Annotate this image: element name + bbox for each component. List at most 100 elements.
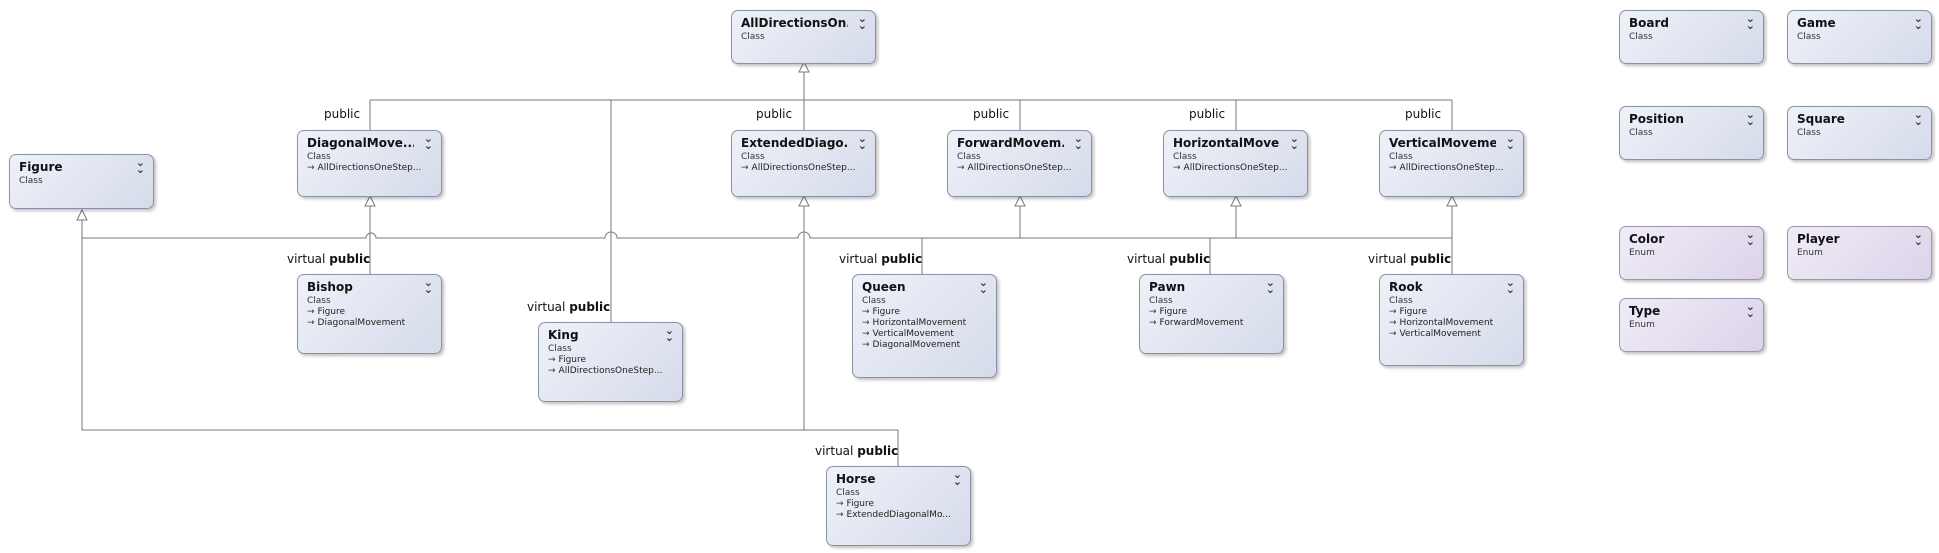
base-class-item: →AllDirectionsOneStep...	[741, 163, 856, 173]
chevron-down-icon[interactable]: ⌄⌄	[1073, 132, 1083, 152]
label-virtual-public-horse: virtual public	[815, 444, 899, 458]
arrow-icon: →	[307, 307, 315, 317]
chevron-down-icon[interactable]: ⌄⌄	[664, 324, 674, 344]
chevron-down-icon[interactable]: ⌄⌄	[1745, 108, 1755, 128]
chevron-down-icon[interactable]: ⌄⌄	[1745, 300, 1755, 320]
arrow-icon: →	[1149, 307, 1157, 317]
label-virtual-public-pawn: virtual public	[1127, 252, 1211, 266]
class-kind: Class	[307, 152, 331, 162]
arrow-icon: →	[836, 499, 844, 509]
chevron-down-icon[interactable]: ⌄⌄	[1745, 228, 1755, 248]
arrow-icon: →	[307, 163, 315, 173]
chevron-down-icon[interactable]: ⌄⌄	[1505, 276, 1515, 296]
label-virtual-public-king: virtual public	[527, 300, 611, 314]
label-virtual-public-bishop: virtual public	[287, 252, 371, 266]
inheritance-arrowheads	[76, 60, 1458, 221]
enum-title: Color	[1629, 232, 1665, 246]
horse-figure-connector	[81, 238, 899, 466]
class-kind: Class	[1173, 152, 1197, 162]
class-bishop[interactable]: Bishop Class →Figure →DiagonalMovement ⌄…	[297, 274, 442, 354]
chevron-down-icon[interactable]: ⌄⌄	[952, 468, 962, 488]
arrow-icon: →	[1389, 307, 1397, 317]
class-kind: Class	[741, 32, 765, 42]
bus-line-figure	[81, 216, 1452, 239]
class-alldirections[interactable]: AllDirectionsOn... Class ⌄⌄	[731, 10, 876, 64]
class-horizontalmovement[interactable]: HorizontalMove... Class →AllDirectionsOn…	[1163, 130, 1308, 197]
base-class-item: →ForwardMovement	[1149, 318, 1244, 328]
class-kind: Class	[1797, 128, 1821, 138]
enum-title: Type	[1629, 304, 1661, 318]
base-class-item: →DiagonalMovement	[307, 318, 406, 328]
class-position[interactable]: Position Class ⌄⌄	[1619, 106, 1764, 160]
arrow-icon: →	[957, 163, 965, 173]
base-class-item: →VerticalMovement	[862, 329, 954, 339]
class-extendeddiagonal[interactable]: ExtendedDiago... Class →AllDirectionsOne…	[731, 130, 876, 197]
arrow-icon: →	[862, 329, 870, 339]
class-title: Game	[1797, 16, 1836, 30]
class-kind: Class	[957, 152, 981, 162]
base-class-item: →AllDirectionsOneStep...	[1173, 163, 1288, 173]
upper-hierarchy-lines	[369, 68, 1453, 326]
class-title: Board	[1629, 16, 1669, 30]
class-game[interactable]: Game Class ⌄⌄	[1787, 10, 1932, 64]
chevron-down-icon[interactable]: ⌄⌄	[1265, 276, 1275, 296]
base-class-item: →VerticalMovement	[1389, 329, 1481, 339]
class-figure[interactable]: Figure Class ⌄⌄	[9, 154, 154, 209]
arrow-icon: →	[307, 318, 315, 328]
label-public-extdiag: public	[756, 107, 793, 121]
arrow-icon: →	[548, 355, 556, 365]
arrow-icon: →	[1389, 329, 1397, 339]
label-virtual-public-rook: virtual public	[1368, 252, 1452, 266]
base-class-item: →AllDirectionsOneStep...	[548, 366, 663, 376]
chevron-down-icon[interactable]: ⌄⌄	[135, 156, 145, 176]
class-title: Square	[1797, 112, 1845, 126]
chevron-down-icon[interactable]: ⌄⌄	[857, 132, 867, 152]
chevron-down-icon[interactable]: ⌄⌄	[1913, 228, 1923, 248]
arrow-icon: →	[548, 366, 556, 376]
class-diagonalmovement[interactable]: DiagonalMove... Class →AllDirectionsOneS…	[297, 130, 442, 197]
class-pawn[interactable]: Pawn Class →Figure →ForwardMovement ⌄⌄	[1139, 274, 1284, 354]
class-title: Figure	[19, 160, 63, 174]
chevron-down-icon[interactable]: ⌄⌄	[1745, 12, 1755, 32]
chevron-down-icon[interactable]: ⌄⌄	[1913, 12, 1923, 32]
class-kind: Class	[1149, 296, 1173, 306]
chevron-down-icon[interactable]: ⌄⌄	[857, 12, 867, 32]
class-queen[interactable]: Queen Class →Figure →HorizontalMovement …	[852, 274, 997, 378]
base-class-item: →Figure	[1149, 307, 1188, 317]
chevron-down-icon[interactable]: ⌄⌄	[423, 276, 433, 296]
base-class-item: →Figure	[1389, 307, 1428, 317]
enum-player[interactable]: Player Enum ⌄⌄	[1787, 226, 1932, 280]
chevron-down-icon[interactable]: ⌄⌄	[978, 276, 988, 296]
label-public-vertical: public	[1405, 107, 1442, 121]
chevron-down-icon[interactable]: ⌄⌄	[1505, 132, 1515, 152]
class-title: DiagonalMove...	[307, 136, 414, 150]
arrow-icon: →	[862, 307, 870, 317]
arrowhead-extdiag	[798, 194, 810, 207]
chevron-down-icon[interactable]: ⌄⌄	[1913, 108, 1923, 128]
lower-hierarchy-lines	[81, 196, 1453, 466]
class-horse[interactable]: Horse Class →Figure →ExtendedDiagonalMo.…	[826, 466, 971, 546]
chevron-down-icon[interactable]: ⌄⌄	[1289, 132, 1299, 152]
class-verticalmovement[interactable]: VerticalMoveme... Class →AllDirectionsOn…	[1379, 130, 1524, 197]
enum-type[interactable]: Type Enum ⌄⌄	[1619, 298, 1764, 352]
arrow-icon: →	[1173, 163, 1181, 173]
base-class-item: →HorizontalMovement	[862, 318, 967, 328]
class-forwardmovement[interactable]: ForwardMovem... Class →AllDirectionsOneS…	[947, 130, 1092, 197]
class-kind: Class	[741, 152, 765, 162]
enum-kind: Enum	[1629, 320, 1655, 330]
class-rook[interactable]: Rook Class →Figure →HorizontalMovement →…	[1379, 274, 1524, 366]
enum-color[interactable]: Color Enum ⌄⌄	[1619, 226, 1764, 280]
arrowhead-horizontal	[1230, 194, 1242, 207]
class-title: Pawn	[1149, 280, 1186, 294]
class-title: Rook	[1389, 280, 1423, 294]
base-class-item: →AllDirectionsOneStep...	[307, 163, 422, 173]
enum-title: Player	[1797, 232, 1840, 246]
class-king[interactable]: King Class →Figure →AllDirectionsOneStep…	[538, 322, 683, 402]
class-board[interactable]: Board Class ⌄⌄	[1619, 10, 1764, 64]
class-kind: Class	[1389, 296, 1413, 306]
chevron-down-icon[interactable]: ⌄⌄	[423, 132, 433, 152]
class-title: HorizontalMove...	[1173, 136, 1280, 150]
class-square[interactable]: Square Class ⌄⌄	[1787, 106, 1932, 160]
class-kind: Class	[836, 488, 860, 498]
base-class-item: →Figure	[862, 307, 901, 317]
